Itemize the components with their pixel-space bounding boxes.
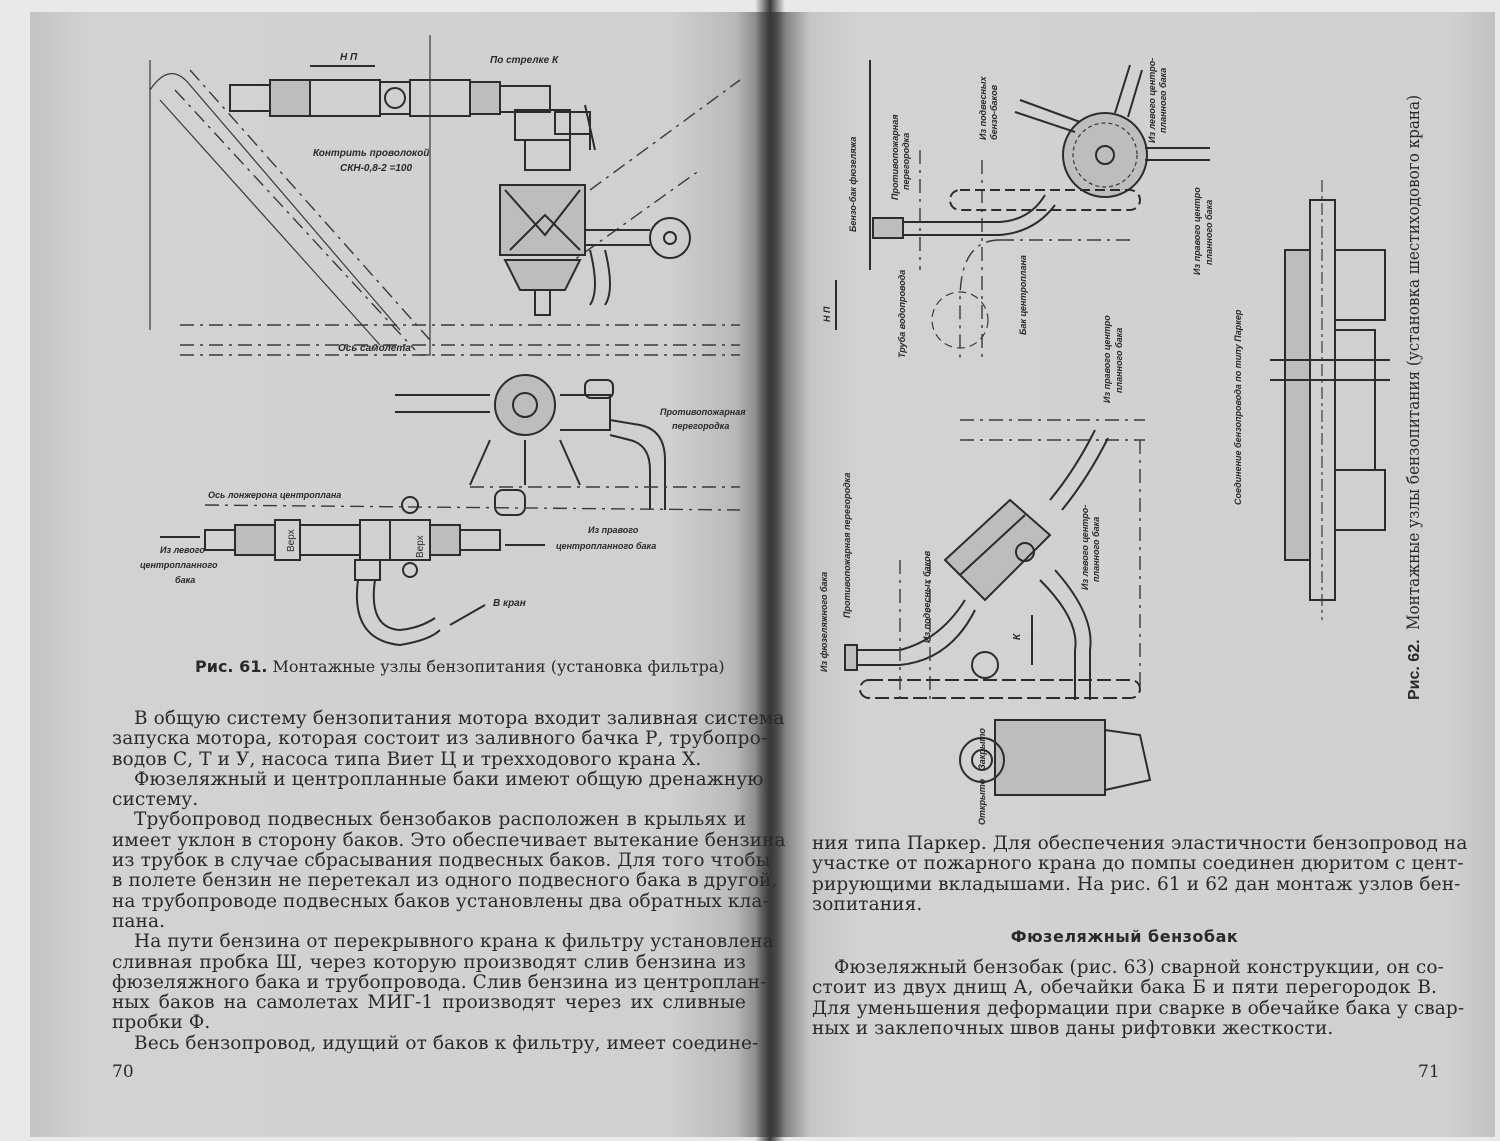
fig62-label-from-drop-tanks-2: бензо-баков [989, 84, 999, 140]
left-page-body-text: В общую систему бензопитания мотора вход… [112, 708, 786, 1054]
fig62-label-firewall-bottom: Противопожарная перегородка [842, 473, 852, 618]
fig62-label-open: Открыто [977, 778, 987, 825]
fig61-label-firewall-2: перегородка [672, 421, 729, 431]
text-line: на трубопроводе подвесных баков установл… [112, 890, 769, 912]
fig61-spar-axis-line [204, 504, 741, 511]
text-line: Фюзеляжный и центропланные баки имеют об… [134, 768, 764, 790]
text-line: пробки Ф. [112, 1012, 211, 1034]
right-page [770, 12, 1495, 1137]
fig62-label-from-fuselage-tank: Из фюзеляжного бака [819, 572, 829, 672]
text-line: стоит из двух днищ А, обечайки бака Б и … [812, 977, 1437, 999]
text-line: Трубопровод подвесных бензобаков располо… [134, 809, 746, 831]
fig61-label-lock-wire-1: Контрить проволокой [313, 148, 429, 159]
fig61-caption: Рис. 61. Монтажные узлы бензопитания (ус… [195, 657, 725, 676]
text-line: рирующими вкладышами. На рис. 61 и 62 да… [812, 873, 1461, 895]
fig61-caption-text: Монтажные узлы бензопитания (установка ф… [272, 657, 725, 676]
text-line: участке от пожарного крана до помпы соед… [812, 853, 1464, 875]
fig62-label-from-left-top-1: Из левого центро- [1147, 58, 1157, 143]
fig62-label-from-drop-tanks-bottom: Из подвесных баков [922, 550, 932, 643]
fig62-label-fuselage-tank: Бензо-бак фюзеляжа [848, 137, 858, 232]
fig62-label-firewall-top-1: Противопожарная [890, 114, 900, 200]
fig62-label-from-left-mid-1: Из левого центро- [1080, 505, 1090, 590]
text-line: фюзеляжного бака и трубопровода. Слив бе… [112, 971, 767, 993]
text-line: в полете бензин не перетекал из одного п… [112, 870, 778, 892]
fig61-firewall-filter-drawing [395, 374, 740, 516]
fig61-label-to-valve: В кран [493, 598, 526, 609]
fig62-label-from-right-top-1: Из правого центро [1192, 187, 1202, 275]
fig62-label-from-right-mid-2: планного бака [1114, 328, 1124, 393]
text-line: систему. [112, 789, 199, 811]
fig61-label-from-right-1: Из правого [588, 525, 639, 535]
page-number-left: 70 [112, 1062, 134, 1082]
fig61-filter-assembly-drawing [149, 35, 741, 356]
fig61-label-top-2: Верх [415, 535, 426, 558]
fig62-label-k: К [1012, 633, 1023, 640]
fig62-label-from-left-mid-2: планного бака [1091, 517, 1101, 582]
section-heading: Фюзеляжный бензобак [1010, 927, 1239, 947]
text-line: Для уменьшения деформации при сварке в о… [812, 997, 1465, 1019]
fig61-tee-fitting-drawing [160, 496, 545, 647]
fig62-caption: Монтажные узлы бензопитания (установка ш… [1404, 95, 1424, 630]
fig62-label-from-right-mid-1: Из правого центро [1102, 315, 1112, 403]
fig62-label-center-tank: Бак центроплана [1018, 255, 1028, 335]
text-line: запуска мотора, которая состоит из залив… [112, 728, 768, 750]
fig61-caption-number: Рис. 61. [195, 657, 268, 676]
fig62-valve-and-pump-drawing [844, 419, 1152, 796]
text-line: Весь бензопровод, идущий от баков к филь… [134, 1032, 759, 1054]
page-number-right: 71 [1418, 1062, 1440, 1082]
left-page [30, 12, 770, 1137]
fig61-label-spar-axis: Ось лонжерона центроплана [208, 490, 341, 500]
fig61-label-lock-wire-2: СКН-0,8-2 =100 [340, 163, 412, 174]
fig61-label-np: Н П [340, 52, 358, 63]
text-line: из трубок в случае сбрасывания подвесных… [112, 850, 771, 872]
fig62-label-from-left-top-2: планного бака [1158, 68, 1168, 133]
fig61-label-top-1: Верх [286, 529, 297, 552]
fig62-six-way-valve-top-drawing [869, 60, 1210, 360]
fig62-label-water-pipe: Труба водопровода [897, 270, 907, 358]
fig62-parker-fitting-drawing [1270, 180, 1390, 620]
fig61-label-plane-axis: Ось самолета [338, 343, 411, 354]
fig62-label-from-drop-tanks-1: Из подвесных [978, 75, 988, 140]
text-line: ния типа Паркер. Для обеспечения эластич… [812, 833, 1468, 854]
fig61-label-arrow-k: По стрелке К [490, 55, 559, 66]
book-gutter [755, 0, 785, 1141]
text-line: зопитания. [812, 893, 923, 915]
text-line: водов С, Т и У, насоса типа Виет Ц и тре… [112, 748, 702, 770]
fig61-label-from-right-2: центропланного бака [556, 541, 656, 551]
fig61-label-from-left-2: центропланного [140, 560, 218, 570]
text-line: Фюзеляжный бензобак (рис. 63) сварной ко… [834, 957, 1444, 979]
fig62-label-firewall-top-2: перегородка [901, 133, 911, 190]
fig62-label-from-right-top-2: планного бака [1204, 200, 1214, 265]
text-line: ных баков на самолетах МИГ-1 производят … [112, 992, 746, 1014]
fig61-label-firewall-1: Противопожарная [660, 407, 746, 417]
text-line: имеет уклон в сторону баков. Это обеспеч… [112, 829, 786, 851]
fig61-label-from-left-1: Из левого [160, 545, 205, 555]
fig62-caption-number: Рис. 62. [1406, 639, 1423, 700]
text-line: сливная пробка Ш, через которую производ… [112, 951, 746, 973]
text-line: пана. [112, 910, 166, 932]
right-page-body-text: ния типа Паркер. Для обеспечения эластич… [812, 833, 1468, 1040]
fig61-label-from-left-3: бака [175, 575, 195, 585]
fig62-label-np: Н П [822, 306, 832, 322]
fig62-label-closed: Закрыто [977, 728, 987, 770]
text-line: ных и заклепочных швов даны рифтовки жес… [812, 1018, 1334, 1040]
text-line: В общую систему бензопитания мотора вход… [134, 708, 785, 729]
fig62-label-parker: Соединение бензопровода по типу Паркер [1233, 309, 1243, 505]
text-line: На пути бензина от перекрывного крана к … [134, 931, 774, 953]
